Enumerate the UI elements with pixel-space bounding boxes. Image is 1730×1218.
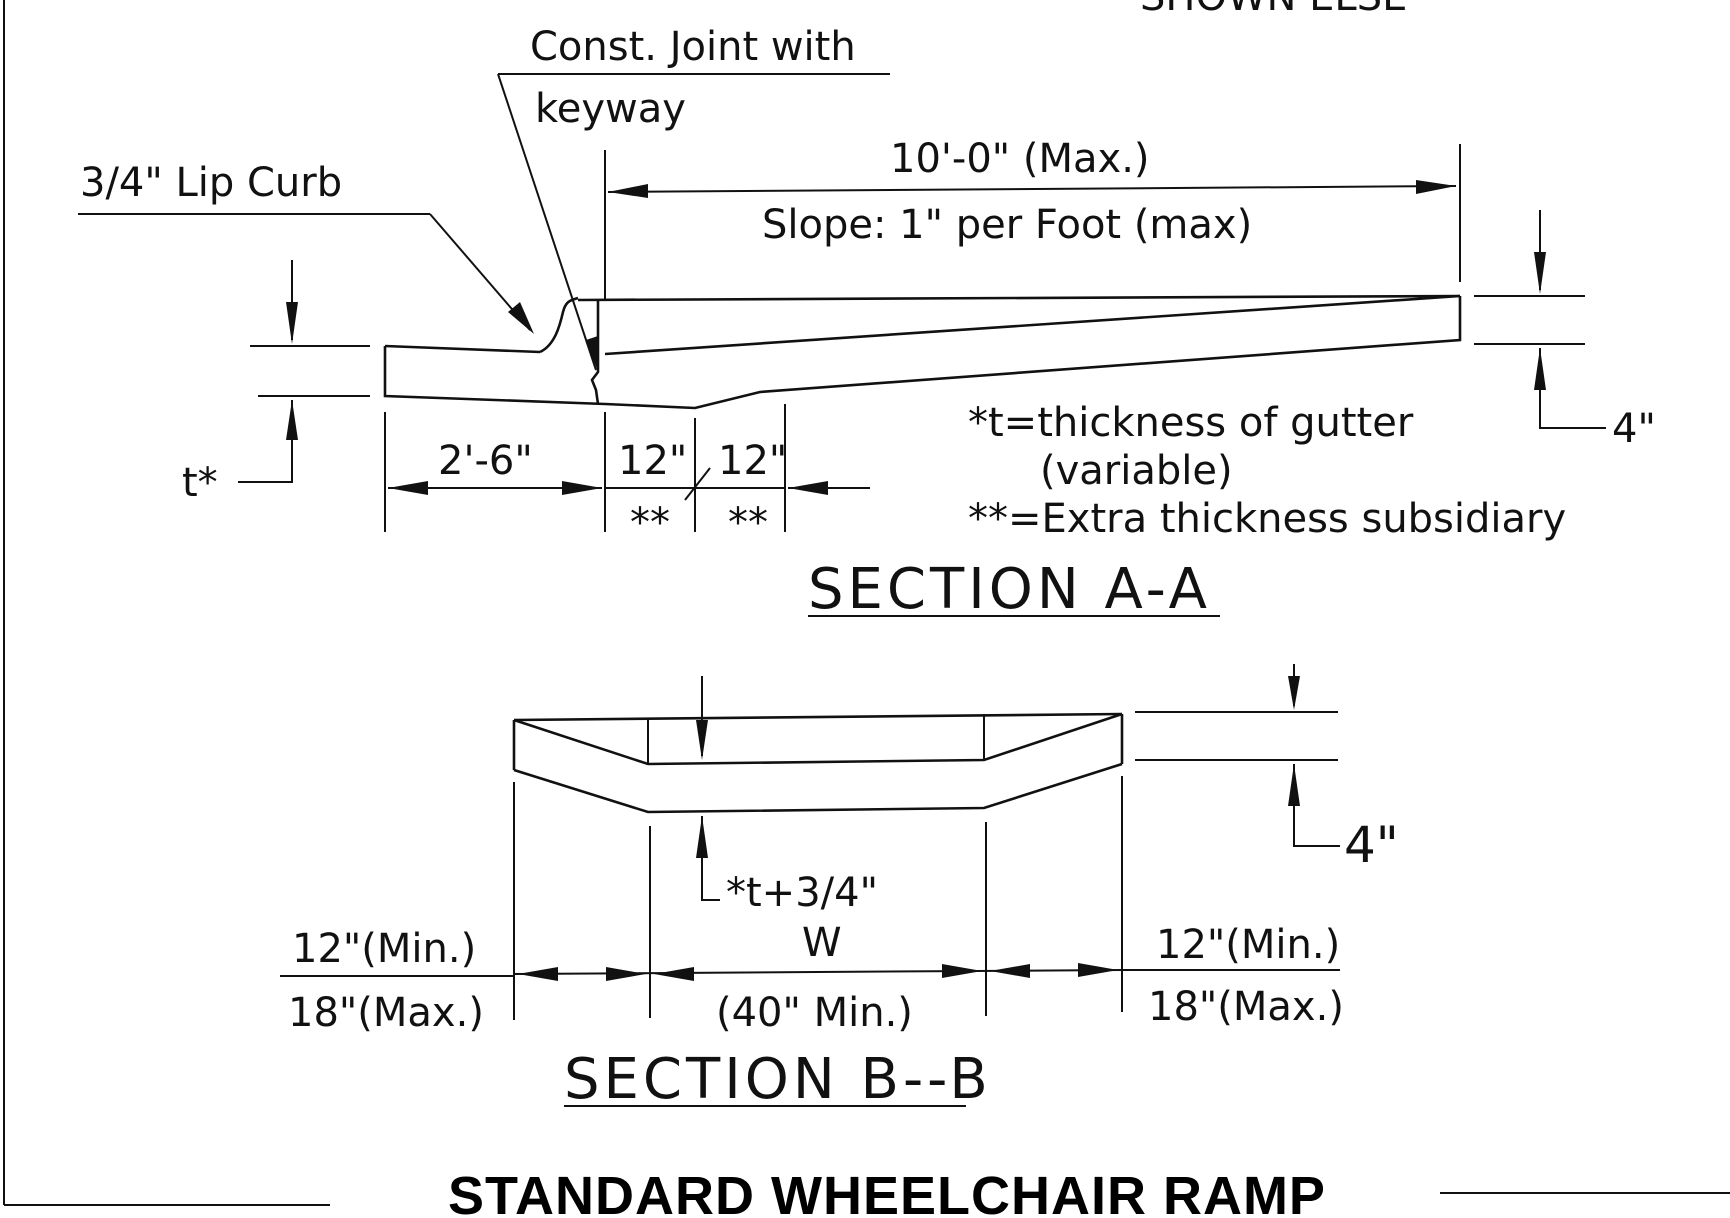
length-dim-line: [607, 185, 1457, 193]
section-a-top-surface: [577, 294, 1461, 302]
w-label: W: [802, 920, 842, 966]
note-t-line1: *t=thickness of gutter: [968, 400, 1414, 446]
section-a-ramp-top: [604, 294, 1461, 356]
b-right-dim-arrow-bottom-line: [1293, 764, 1340, 847]
t-dim-arrowhead-top: [286, 302, 298, 344]
star-b-label: **: [728, 500, 768, 546]
b-right-dim-arrowhead-top: [1288, 676, 1300, 710]
right-dim-arrowhead-bottom: [1534, 348, 1546, 390]
w-min-label: (40" Min.): [716, 990, 913, 1036]
dim-2-6-arrowhead-left: [388, 481, 428, 495]
dim-12-arrowhead-right: [788, 481, 828, 495]
b-dim-arrowhead-3: [654, 967, 694, 981]
section-a-gutter-top: [384, 344, 541, 354]
const-joint-leader: [497, 73, 597, 371]
left-min-label: 12"(Min.): [292, 926, 476, 972]
lip-curb-arrowhead: [508, 302, 534, 334]
bottom-dim-tick-mid: [684, 467, 711, 501]
b-dim-line-main: [513, 969, 1123, 975]
section-a-a: t* 3/4" Lip Curb Const. Joint with keywa…: [78, 24, 1656, 622]
t-dim-arrowhead-bottom: [286, 400, 298, 440]
t-star-label: t*: [182, 460, 218, 506]
length-dim-arrowhead-left: [608, 184, 648, 198]
section-b-inner-profile: [513, 712, 1123, 766]
dim-12-a-label: 12": [618, 438, 687, 484]
b-dim-arrowhead-5: [990, 964, 1030, 978]
slope-label: Slope: 1" per Foot (max): [762, 202, 1252, 248]
right-min-label: 12"(Min.): [1156, 922, 1340, 968]
b-dim-arrowhead-6: [1078, 963, 1118, 977]
length-label: 10'-0" (Max.): [890, 136, 1150, 182]
b-right-dim-arrowhead-bottom: [1288, 764, 1300, 806]
right-dim-arrow-bottom-line: [1539, 348, 1606, 429]
section-a-lip-curb: [539, 296, 579, 354]
star-a-label: **: [630, 500, 670, 546]
t-plus-arrowhead-bottom: [696, 816, 708, 858]
const-joint-arrowhead: [586, 336, 598, 372]
section-b-b: *t+3/4" 4" W (40" Min.) 12"(Min.) 18"(Ma…: [280, 664, 1399, 1112]
const-joint-label-line2: keyway: [535, 86, 686, 132]
section-a-slab-bottom: [383, 296, 1462, 410]
dim-12-b-label: 12": [718, 438, 787, 484]
b-right-4in-label: 4": [1344, 816, 1399, 874]
section-a-title: SECTION A-A: [808, 557, 1211, 622]
length-dim-arrowhead-right: [1416, 180, 1456, 194]
note-t-line2: (variable): [1040, 448, 1233, 494]
drawing-title: STANDARD WHEELCHAIR RAMP: [448, 1166, 1326, 1218]
b-dim-arrowhead-2: [606, 967, 646, 981]
t-plus-label: *t+3/4": [726, 870, 878, 916]
right-4in-label: 4": [1612, 406, 1656, 452]
section-b-top: [513, 712, 1123, 722]
top-partial-text: SHOWN ELSE: [1140, 0, 1407, 20]
const-joint-label-line1: Const. Joint with: [530, 24, 856, 70]
b-dim-arrowhead-4: [942, 964, 982, 978]
section-b-bottom-profile: [513, 762, 1123, 814]
t-dim-arrow-bottom-line: [238, 400, 293, 483]
section-b-title: SECTION B--B: [564, 1047, 992, 1112]
right-max-label: 18"(Max.): [1148, 984, 1344, 1030]
note-extra: **=Extra thickness subsidiary: [968, 496, 1566, 542]
left-max-label: 18"(Max.): [288, 990, 484, 1036]
dim-2-6-label: 2'-6": [438, 438, 533, 484]
lip-curb-label: 3/4" Lip Curb: [80, 160, 342, 206]
right-dim-arrowhead-top: [1534, 252, 1546, 294]
t-plus-arrowhead-top: [696, 720, 708, 760]
b-dim-arrowhead-1: [518, 967, 558, 981]
dim-2-6-arrowhead-right: [562, 481, 602, 495]
